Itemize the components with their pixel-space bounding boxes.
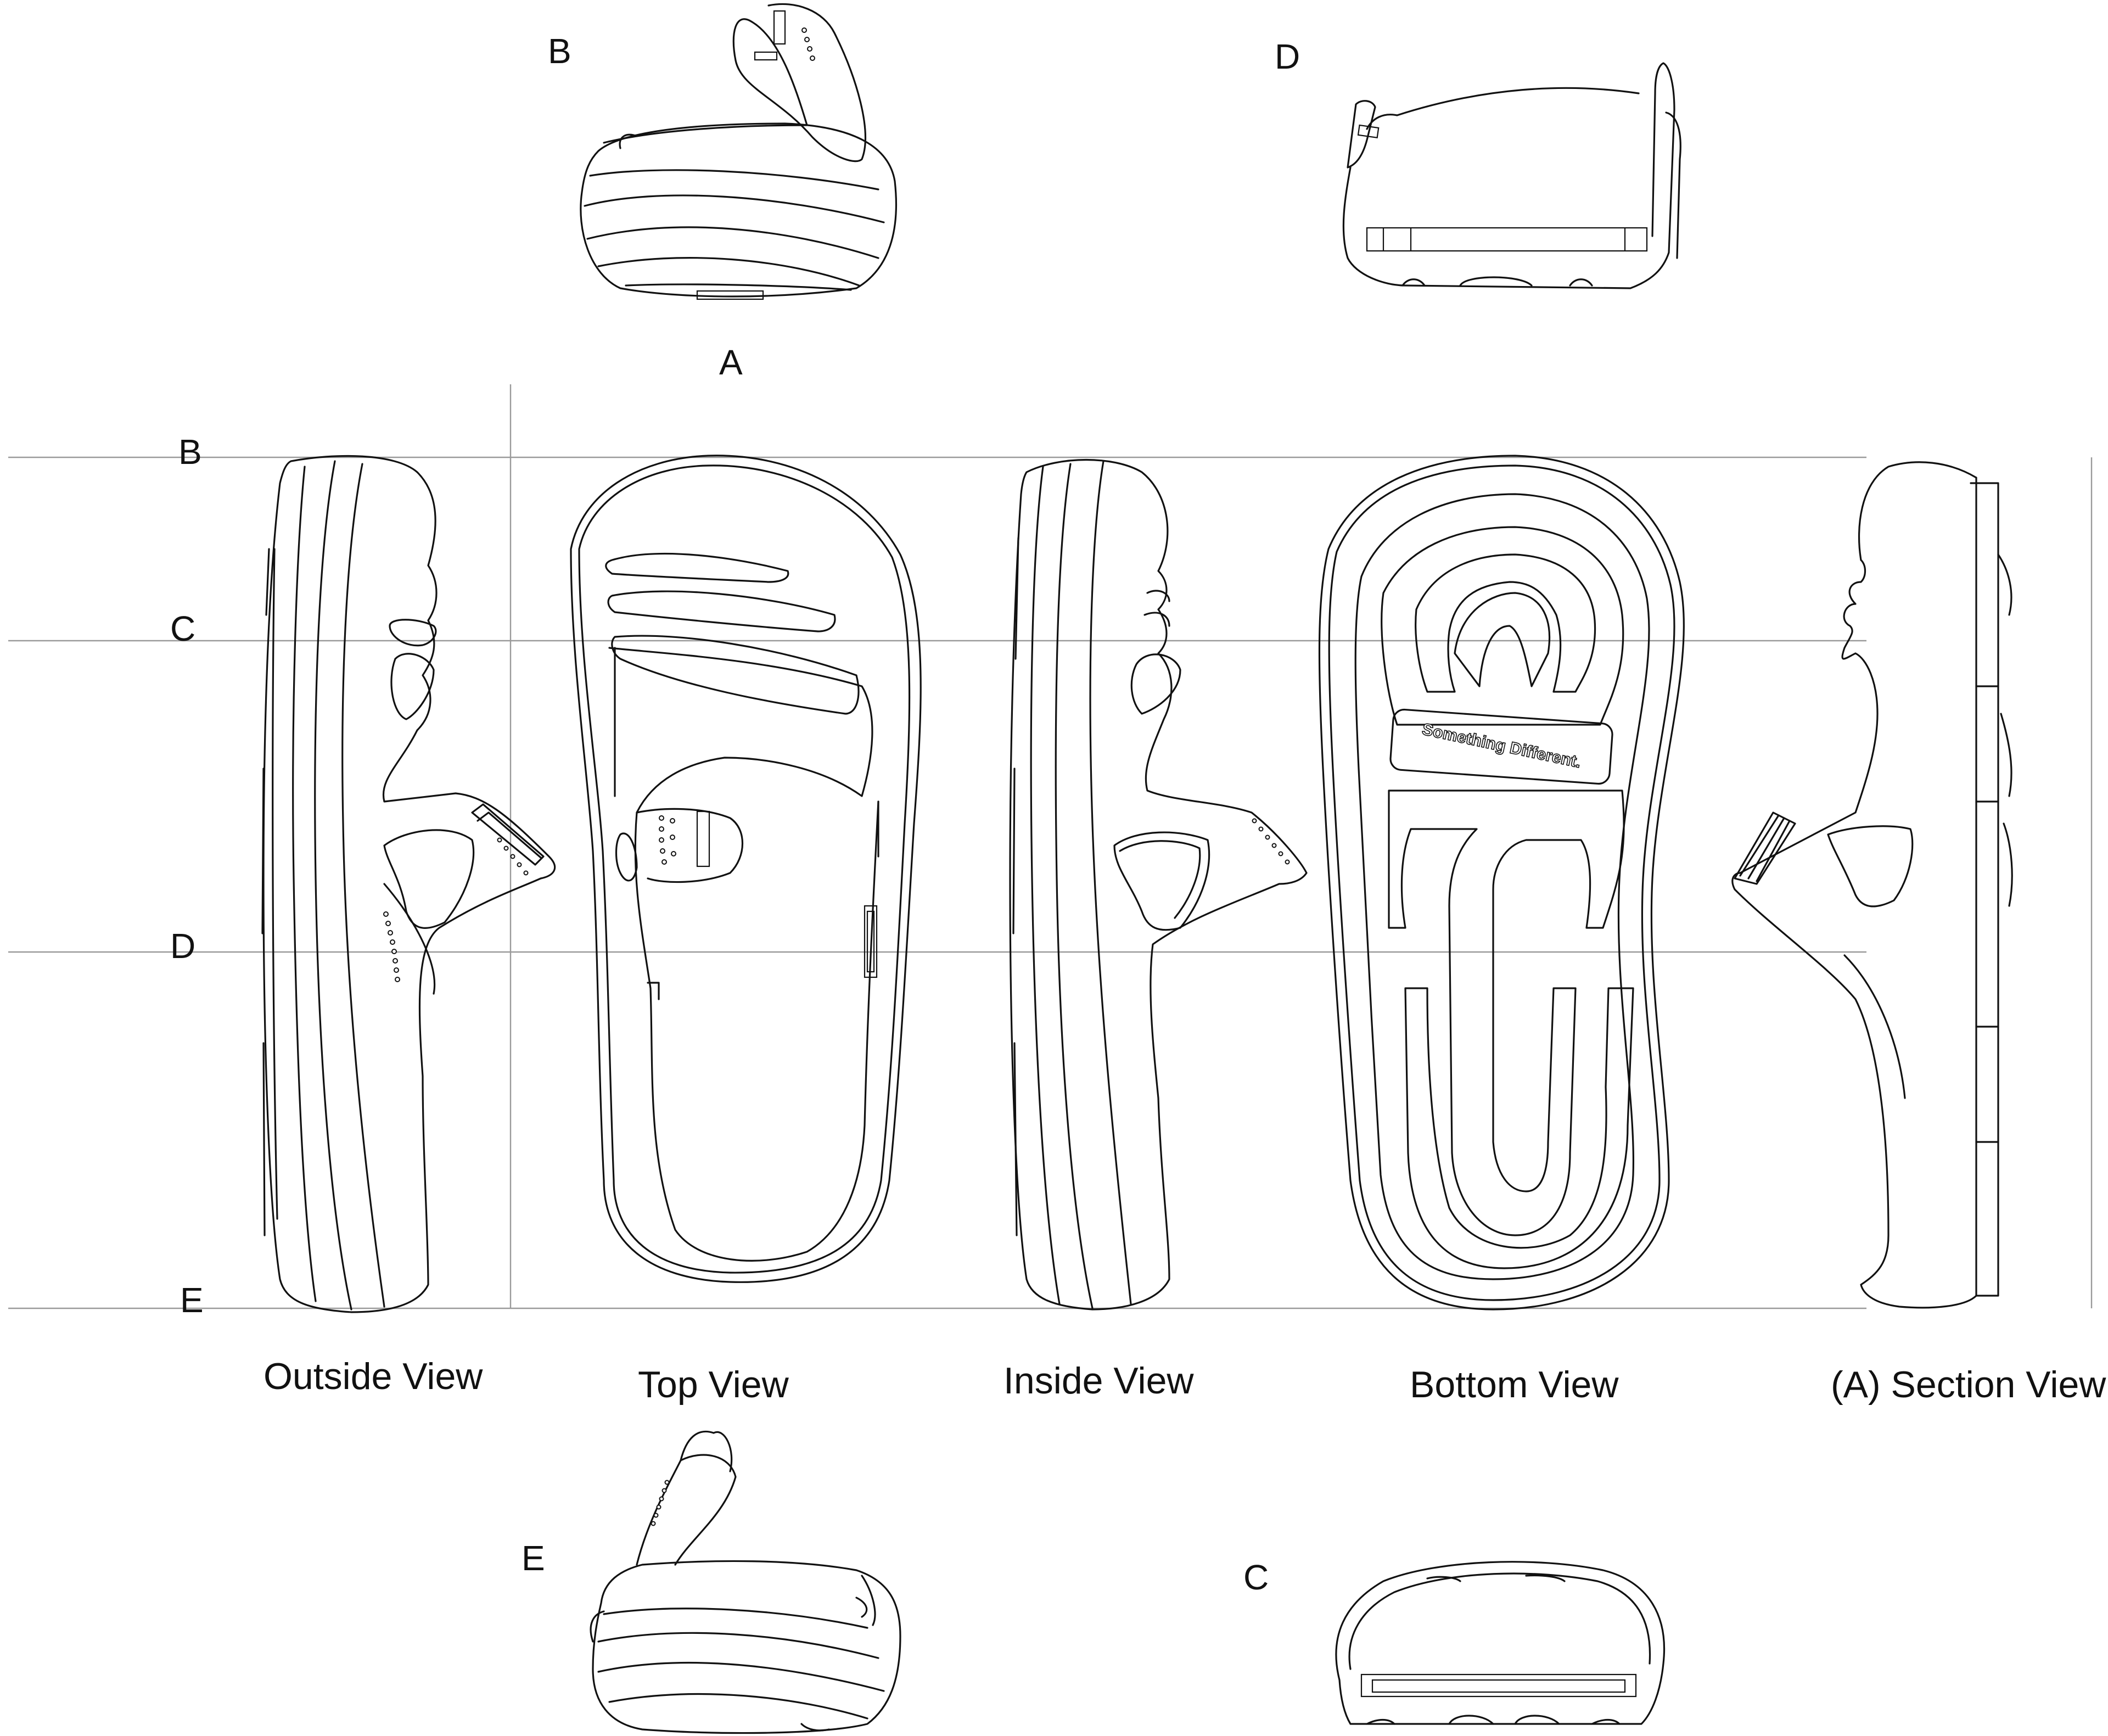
front-view-b <box>580 3 897 300</box>
guide-lines <box>8 384 2093 1309</box>
marker-top-d: D <box>1275 37 1300 76</box>
side-view-c <box>1335 1561 1666 1725</box>
caption-section-view: (A) Section View <box>1831 1364 2106 1405</box>
caption-outside-view: Outside View <box>264 1356 483 1397</box>
marker-row-b: B <box>178 432 202 472</box>
back-view-e <box>590 1430 901 1734</box>
caption-top-view: Top View <box>638 1364 789 1405</box>
section-view <box>1731 461 2013 1309</box>
marker-bottom-c: C <box>1243 1558 1269 1597</box>
inside-view <box>1009 458 1308 1311</box>
marker-bottom-e: E <box>522 1538 545 1578</box>
marker-row-c: C <box>170 609 195 648</box>
caption-inside-view: Inside View <box>1003 1360 1194 1402</box>
bottom-view: Something Different. <box>1318 455 1685 1311</box>
marker-top-b: B <box>548 31 571 71</box>
side-view-d <box>1342 62 1681 289</box>
marker-row-e: E <box>180 1280 204 1320</box>
marker-section-a: A <box>719 343 743 382</box>
marker-row-d: D <box>170 926 195 966</box>
sole-logo-text: Something Different. <box>1421 720 1583 772</box>
outside-view <box>261 455 556 1313</box>
top-view <box>570 455 922 1283</box>
caption-bottom-view: Bottom View <box>1410 1364 1619 1405</box>
